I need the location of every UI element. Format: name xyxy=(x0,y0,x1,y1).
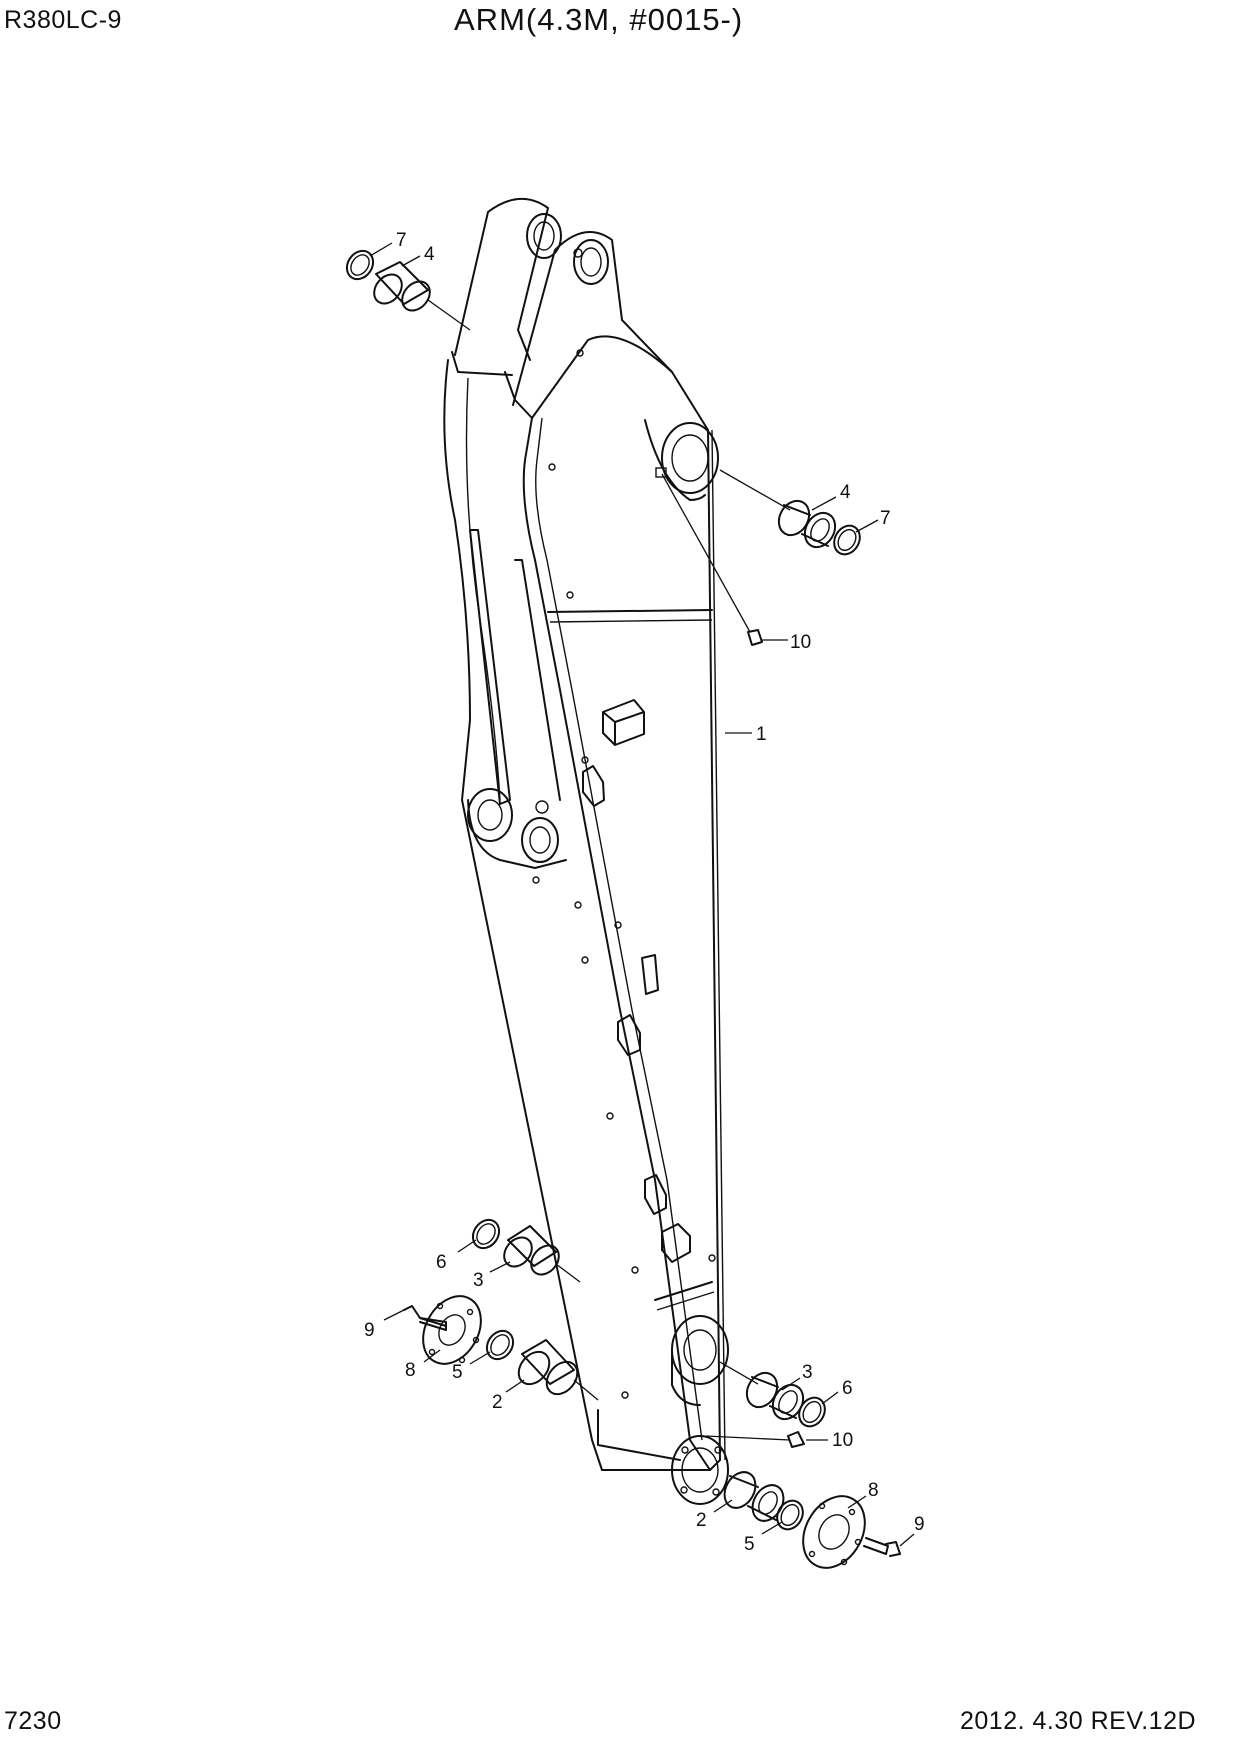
callout-6-right: 6 xyxy=(842,1378,853,1399)
shim-5-right xyxy=(776,1499,804,1531)
model-code: R380LC-9 xyxy=(4,6,122,34)
callout-7-right: 7 xyxy=(880,508,891,529)
callout-8-left: 8 xyxy=(405,1360,416,1381)
arm-body xyxy=(443,197,729,1505)
plate-8-left xyxy=(422,1295,482,1365)
callout-7-top: 7 xyxy=(396,230,407,251)
snap-ring-7-top xyxy=(345,249,375,281)
bolt-9-right xyxy=(863,1537,901,1557)
callout-5-left: 5 xyxy=(452,1362,463,1383)
bushing-4-top xyxy=(373,261,471,331)
callout-9-right: 9 xyxy=(914,1514,925,1535)
shim-6-left xyxy=(471,1218,501,1250)
snap-ring-7-right xyxy=(833,524,861,556)
plate-8-right xyxy=(802,1495,866,1569)
bushing-3-right xyxy=(719,1361,805,1421)
callout-4-top: 4 xyxy=(424,244,435,265)
shim-6-right xyxy=(798,1396,826,1428)
callout-1: 1 xyxy=(756,724,767,745)
callout-10-lower: 10 xyxy=(832,1430,853,1451)
callout-3-left: 3 xyxy=(473,1270,484,1291)
callout-9-left: 9 xyxy=(364,1320,375,1341)
bolt-9-left xyxy=(403,1305,447,1331)
callout-4-right: 4 xyxy=(840,482,851,503)
revision-date: 2012. 4.30 REV.12D xyxy=(960,1707,1197,1735)
callout-8-right: 8 xyxy=(868,1480,879,1501)
shim-5-left xyxy=(485,1329,515,1361)
callout-3-right: 3 xyxy=(802,1362,813,1383)
grease-nipple-10-upper xyxy=(661,473,763,646)
callout-leaders xyxy=(369,242,915,1547)
bushing-3-left xyxy=(503,1225,581,1283)
callout-5-right: 5 xyxy=(744,1534,755,1555)
callout-labels: 7 4 4 7 10 1 6 3 9 8 5 2 3 6 10 8 9 2 5 xyxy=(364,230,925,1555)
callout-2-left: 2 xyxy=(492,1392,503,1413)
bushing-2-left xyxy=(517,1339,599,1401)
callout-6-left: 6 xyxy=(436,1252,447,1273)
bushing-4-right xyxy=(719,469,837,549)
page-title: ARM(4.3M, #0015-) xyxy=(454,2,744,37)
bushing-2-right xyxy=(723,1471,785,1522)
page-number: 7230 xyxy=(4,1707,62,1735)
grease-nipple-10-lower xyxy=(705,1431,805,1448)
callout-10-upper: 10 xyxy=(790,632,811,653)
callout-2-right: 2 xyxy=(696,1510,707,1531)
